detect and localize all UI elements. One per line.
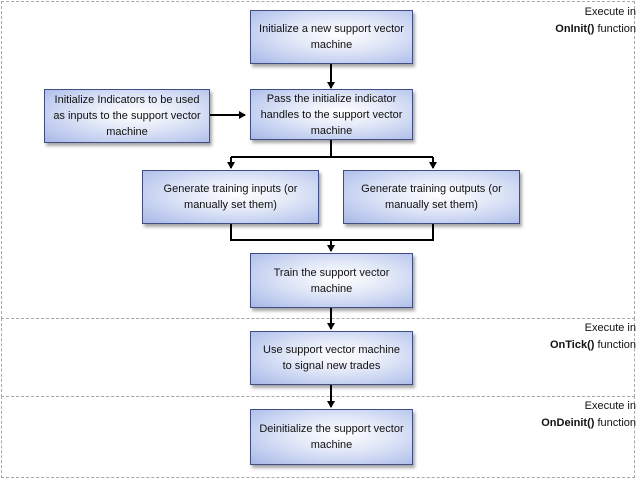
node-train-svm-text: Train the support vector machine bbox=[273, 266, 390, 295]
oninit-function-suffix: function bbox=[597, 23, 636, 35]
node-gen-outputs: Generate training outputs (or manually s… bbox=[343, 170, 520, 224]
node-deinit-svm: Deinitialize the support vector machine bbox=[250, 409, 413, 465]
ondeinit-region bbox=[1, 396, 635, 478]
oninit-execute-label: Execute in bbox=[584, 6, 636, 18]
node-pass-handles: Pass the initialize indicator handles to… bbox=[250, 89, 413, 140]
node-pass-handles-text: Pass the initialize indicator handles to… bbox=[260, 92, 403, 137]
ontick-function-name: OnTick() bbox=[549, 339, 595, 351]
node-gen-outputs-text: Generate training outputs (or manually s… bbox=[361, 183, 502, 211]
ondeinit-function-label: OnDeinit() function bbox=[541, 415, 636, 431]
node-deinit-svm-text: Deinitialize the support vector machine bbox=[259, 423, 404, 451]
node-gen-inputs-text: Generate training inputs (or manually se… bbox=[163, 183, 298, 211]
node-train-svm: Train the support vector machine bbox=[250, 253, 413, 308]
ondeinit-execute-label: Execute in bbox=[584, 400, 636, 412]
node-init-svm: Initialize a new support vector machine bbox=[250, 10, 413, 64]
connector-split bbox=[231, 140, 433, 158]
node-use-svm-text: Use support vector machine to signal new… bbox=[263, 344, 400, 372]
ontick-execute-label: Execute in bbox=[584, 322, 636, 334]
node-gen-inputs: Generate training inputs (or manually se… bbox=[142, 170, 319, 224]
oninit-function-label: OnInit() function bbox=[555, 21, 636, 37]
connector-merge bbox=[230, 224, 434, 241]
ondeinit-function-suffix: function bbox=[597, 417, 636, 429]
node-init-indicators-text: Initialize Indicators to be used as inpu… bbox=[53, 94, 201, 138]
node-init-indicators: Initialize Indicators to be used as inpu… bbox=[44, 89, 210, 143]
oninit-function-name: OnInit() bbox=[555, 23, 595, 35]
node-use-svm: Use support vector machine to signal new… bbox=[250, 331, 413, 385]
node-init-svm-text: Initialize a new support vector machine bbox=[259, 23, 404, 51]
ontick-function-label: OnTick() function bbox=[550, 337, 636, 353]
ondeinit-function-name: OnDeinit() bbox=[541, 417, 595, 429]
ontick-function-suffix: function bbox=[597, 339, 636, 351]
